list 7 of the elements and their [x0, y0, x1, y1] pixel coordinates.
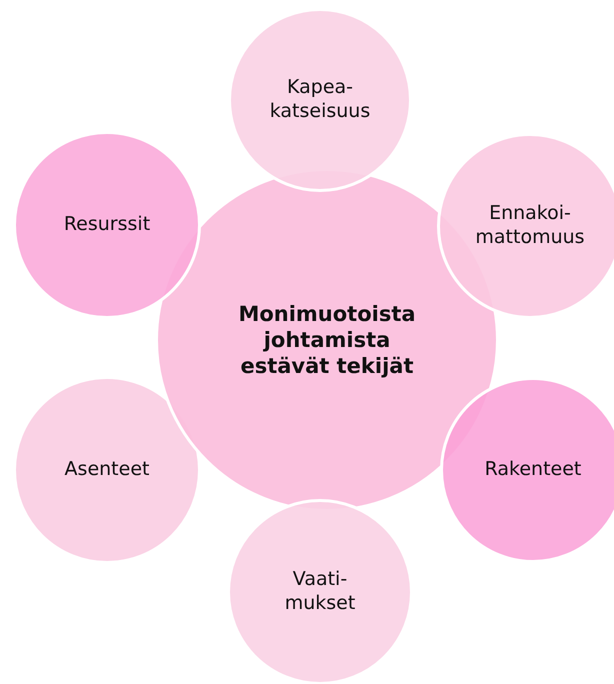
node-label: Ennakoi- mattomuus — [474, 202, 586, 250]
node-label: Asenteet — [64, 458, 150, 482]
node-label: Vaati- mukset — [284, 568, 356, 616]
node-label: Resurssit — [64, 213, 150, 237]
node-label: Kapea- katseisuus — [268, 76, 372, 124]
node-label: Monimuotoista johtamista estävät tekijät — [237, 300, 417, 380]
node-label: Rakenteet — [484, 458, 582, 482]
